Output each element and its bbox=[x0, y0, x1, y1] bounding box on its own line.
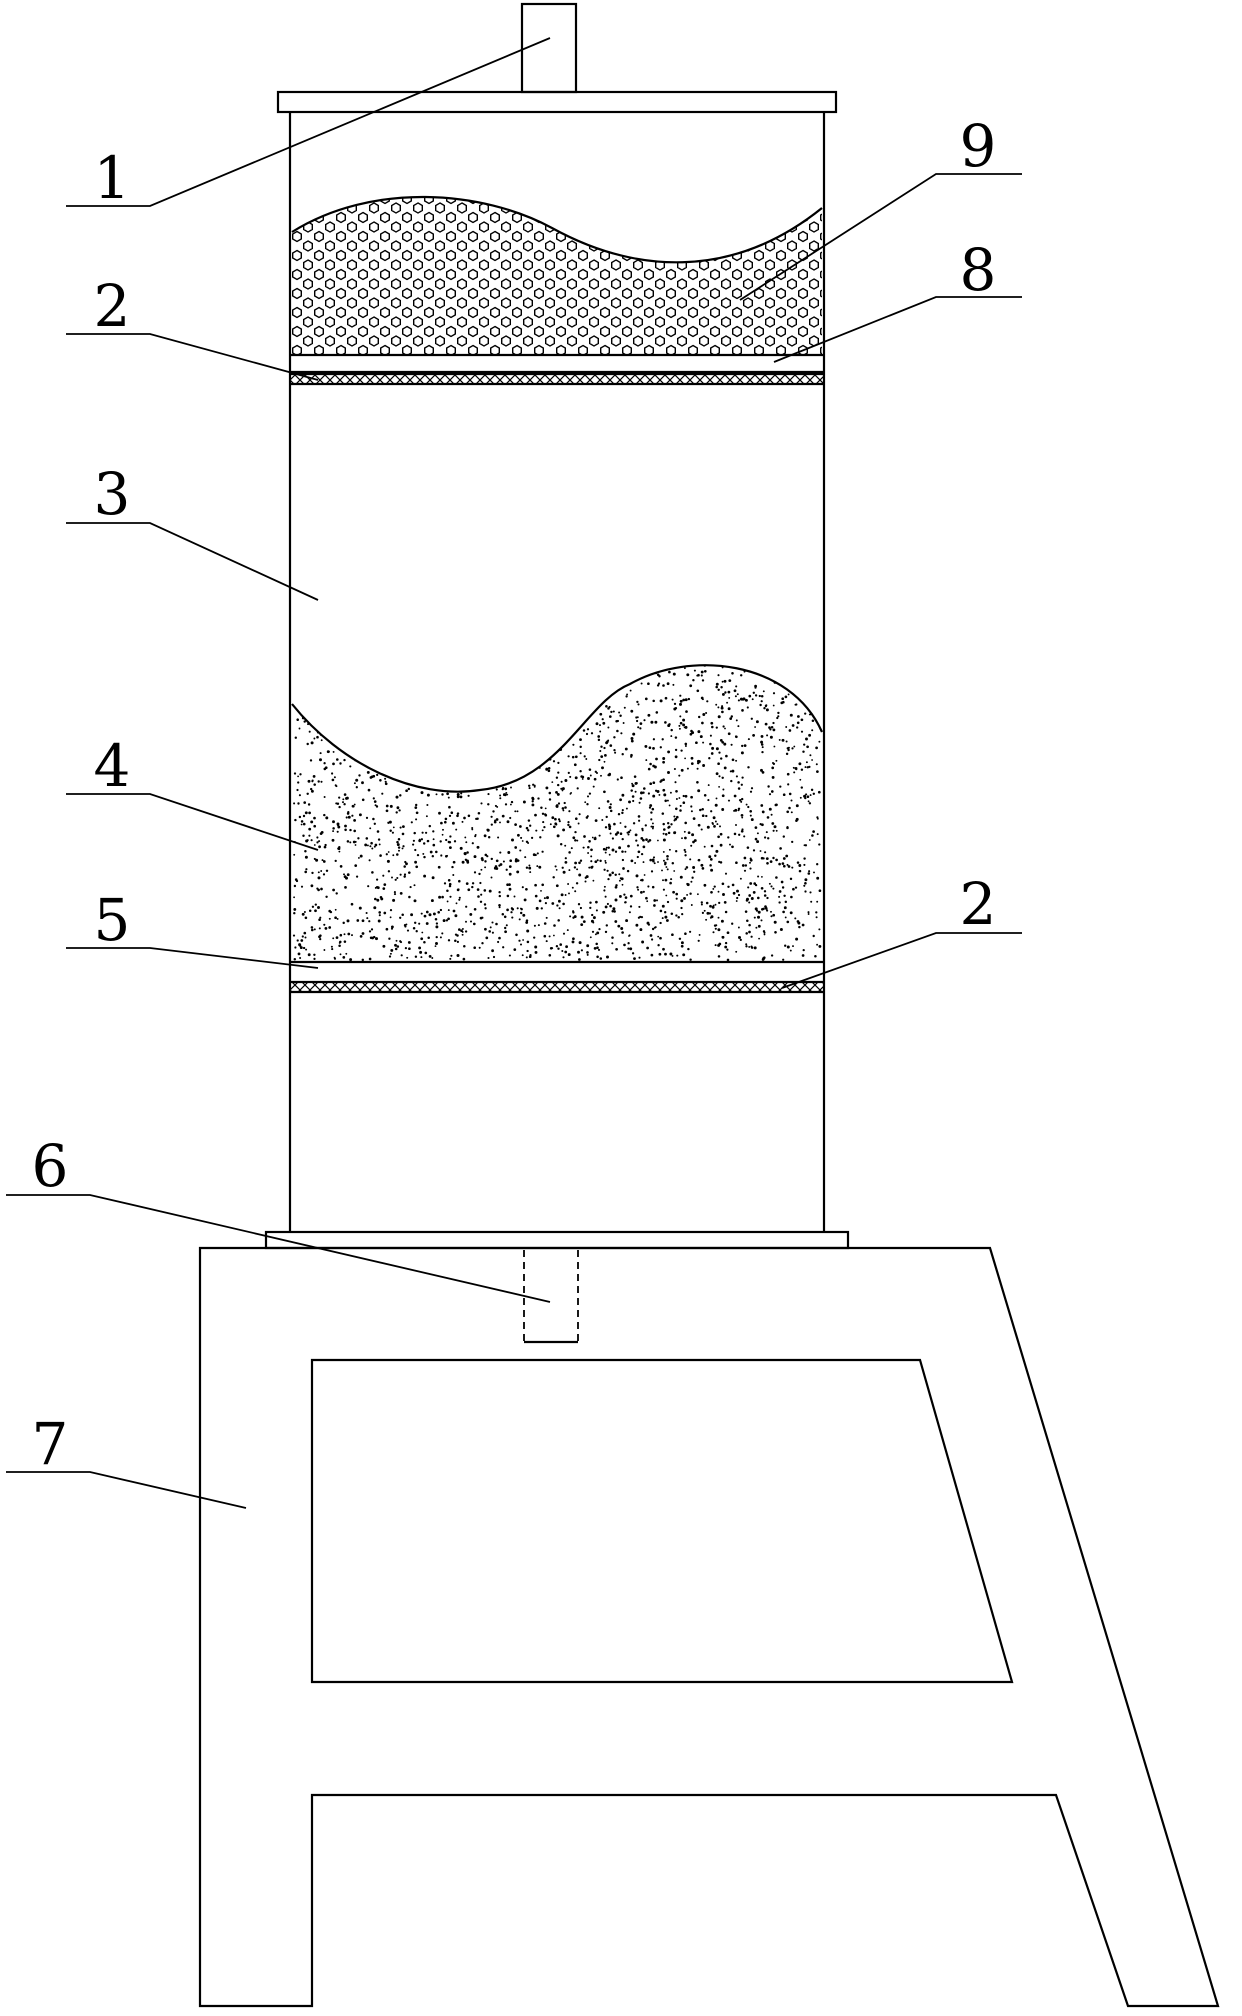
leader-lines bbox=[6, 37, 1022, 1509]
label-6: 6 bbox=[32, 1132, 69, 1200]
label-9: 9 bbox=[960, 112, 997, 180]
inlet-pipe bbox=[520, 2, 578, 94]
hexagon-filter-layer bbox=[291, 195, 823, 355]
bottom-plate bbox=[264, 1230, 850, 1250]
label-1: 1 bbox=[94, 144, 131, 212]
support-stand bbox=[198, 1246, 1220, 2008]
label-3: 3 bbox=[94, 460, 131, 528]
lower-mesh bbox=[290, 982, 824, 992]
stand-window bbox=[310, 1358, 1014, 1684]
sand-filter-layer bbox=[291, 664, 824, 962]
label-2-bottom: 2 bbox=[960, 870, 997, 938]
label-5: 5 bbox=[94, 886, 131, 954]
label-4: 4 bbox=[94, 732, 131, 800]
upper-mesh bbox=[290, 374, 824, 384]
label-8: 8 bbox=[960, 236, 997, 304]
label-7: 7 bbox=[32, 1410, 69, 1478]
top-cover bbox=[276, 90, 838, 114]
label-2-top: 2 bbox=[94, 272, 131, 340]
